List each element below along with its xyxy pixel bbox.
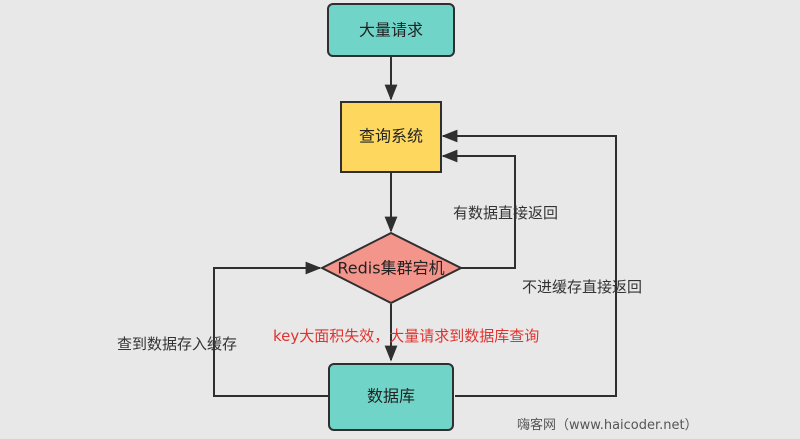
node-redis-label: Redis集群宕机 bbox=[337, 259, 444, 278]
label-key-expire-warning: key大面积失效，大量请求到数据库查询 bbox=[273, 327, 539, 345]
edge-database-no-cache-return bbox=[441, 129, 617, 397]
node-requests: 大量请求 bbox=[327, 3, 455, 57]
node-database-box bbox=[328, 363, 454, 431]
watermark: 嗨客网（www.haicoder.net） bbox=[517, 417, 698, 433]
edge-redis-hit-return bbox=[441, 149, 516, 269]
node-database: 数据库 bbox=[328, 363, 454, 431]
node-redis-diamond bbox=[319, 231, 464, 305]
edge-database-write-cache bbox=[213, 261, 329, 397]
label-write-back-cache: 查到数据存入缓存 bbox=[117, 335, 237, 353]
node-redis: Redis集群宕机 bbox=[319, 231, 464, 305]
node-query-system-label: 查询系统 bbox=[359, 127, 423, 146]
node-query-system-box bbox=[340, 101, 442, 173]
node-database-label: 数据库 bbox=[367, 387, 415, 406]
node-requests-label: 大量请求 bbox=[359, 21, 423, 40]
node-requests-box bbox=[327, 3, 455, 57]
label-no-cache-return: 不进缓存直接返回 bbox=[522, 278, 642, 296]
label-redis-hit-return: 有数据直接返回 bbox=[453, 204, 558, 222]
node-query-system: 查询系统 bbox=[340, 101, 442, 173]
edges bbox=[213, 56, 617, 397]
